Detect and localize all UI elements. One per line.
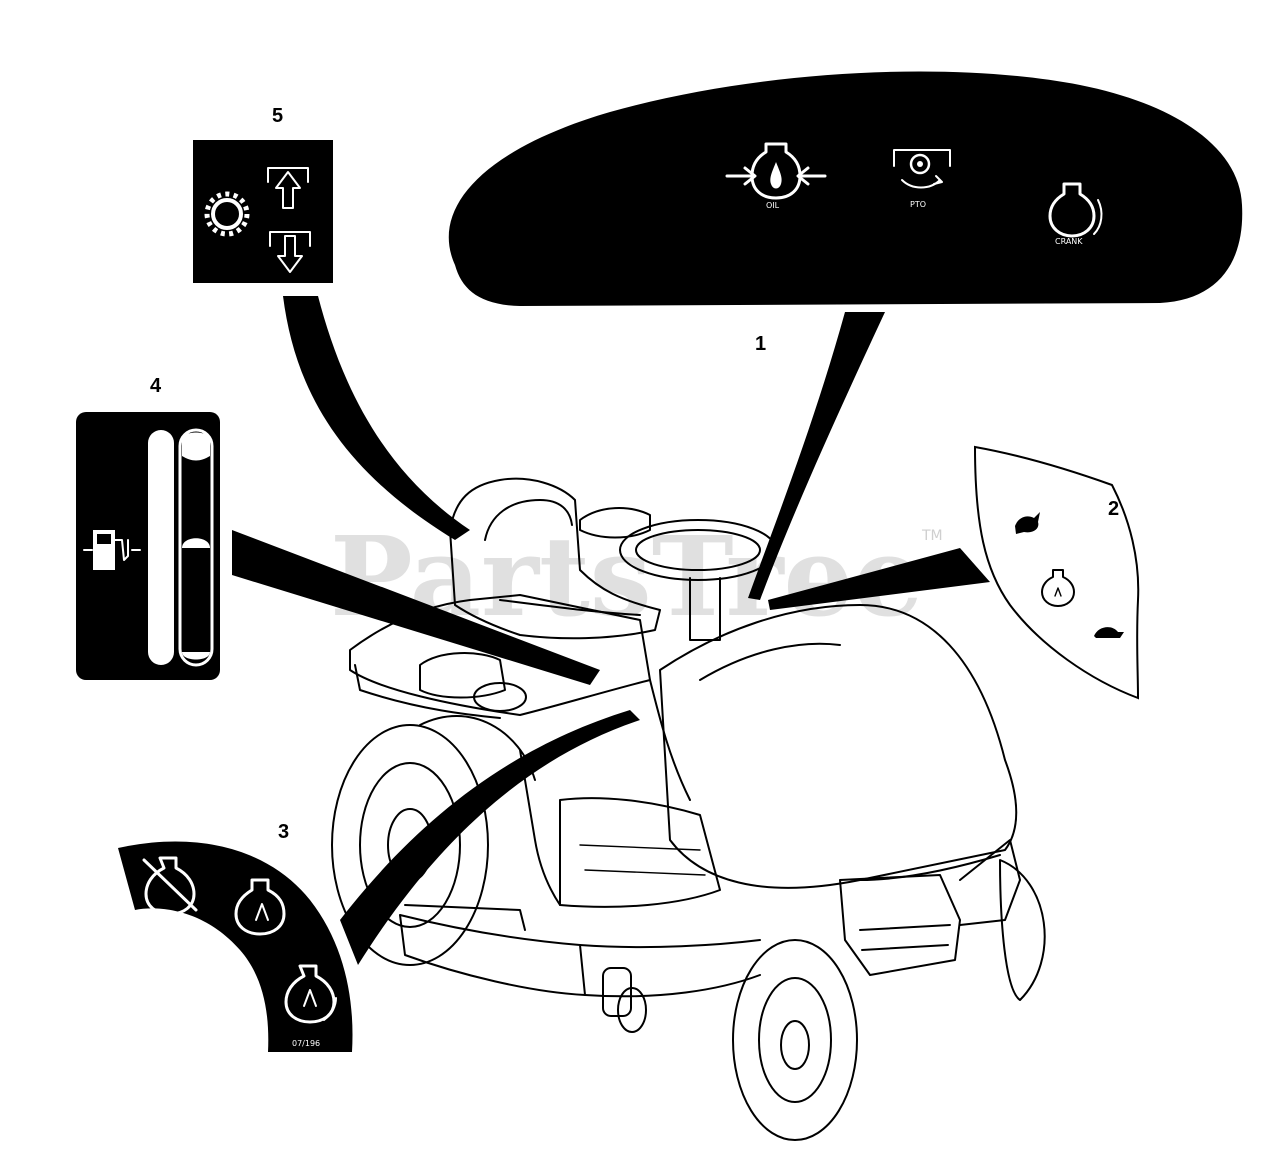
footrest [559, 797, 721, 908]
decal-5-lift [193, 140, 333, 283]
lawn-tractor-drawing [331, 477, 1046, 1141]
front-wheel [732, 939, 858, 1141]
seat [449, 477, 661, 640]
oil-pressure-icon [725, 142, 827, 200]
front-wheel-right [999, 859, 1046, 1001]
steering-wheel [619, 519, 777, 581]
watermark-trademark: TM [921, 528, 943, 544]
decal-5-panel [193, 140, 333, 283]
decal-2-throttle [973, 445, 1140, 700]
grille [839, 874, 961, 976]
callout-1: 1 [755, 333, 766, 355]
leader-lines [232, 296, 990, 965]
decal-2-panel [973, 445, 1140, 700]
leader-decal-2 [768, 548, 990, 610]
decal-1-dash: OIL PTO CRANK [448, 71, 1243, 306]
leader-decal-4 [232, 530, 600, 685]
leader-decal-3 [340, 710, 640, 965]
decal-3-panel [118, 841, 353, 1052]
mower-deck [399, 914, 586, 996]
engine-run-icon [234, 878, 286, 936]
decal-3-part-code: 07/196 [292, 1039, 320, 1048]
callout-4: 4 [150, 375, 162, 397]
oil-label: OIL [766, 201, 780, 210]
engine-off-icon [142, 856, 198, 916]
gear-icon [204, 191, 250, 237]
decal-3-ignition: 07/196 [118, 841, 353, 1052]
leader-decal-5 [283, 296, 470, 540]
engine-icon [1041, 569, 1075, 607]
crank-icon [1048, 182, 1103, 238]
leader-decal-1 [748, 312, 885, 600]
gauge-wheel [602, 967, 632, 1017]
decal-4-fuel [76, 412, 220, 680]
fuel-gauge-icon [148, 430, 174, 665]
lift-up-icon [267, 167, 309, 209]
pto-label: PTO [910, 200, 926, 209]
hood [659, 604, 1018, 889]
decal-1-panel [448, 71, 1243, 306]
crank-label: CRANK [1055, 237, 1083, 246]
callout-3: 3 [278, 821, 289, 843]
callout-5: 5 [272, 105, 283, 127]
fuel-pump-icon [83, 530, 141, 570]
turtle-icon [1094, 627, 1124, 638]
callout-2: 2 [1108, 498, 1119, 520]
rear-fender [349, 594, 651, 716]
pto-icon [893, 149, 951, 189]
rear-wheel [331, 724, 489, 966]
engine-start-icon [284, 964, 337, 1024]
lift-down-icon [269, 231, 311, 273]
rabbit-icon [1015, 512, 1040, 534]
